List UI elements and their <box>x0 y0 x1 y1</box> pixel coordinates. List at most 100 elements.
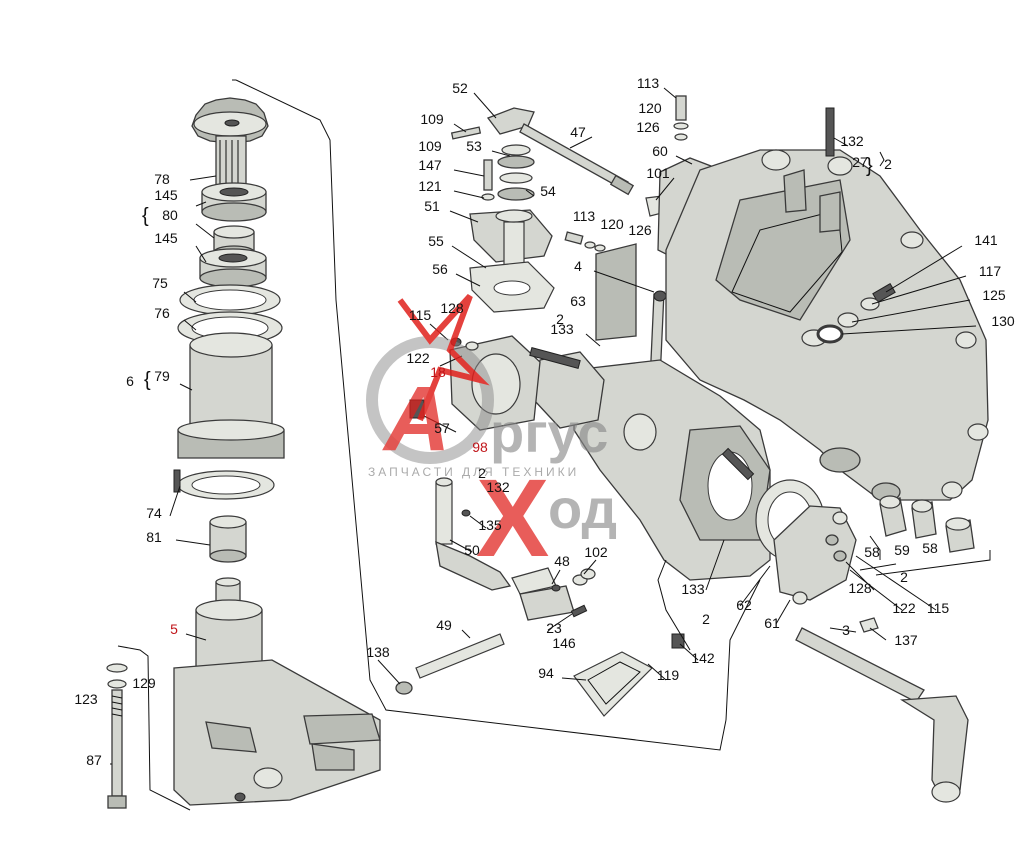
left-stack-assembly <box>106 97 381 809</box>
callout-label-l87: 87 <box>86 752 102 768</box>
callout-label-l62: 62 <box>736 597 752 613</box>
callout-label-l126b: 126 <box>628 222 652 238</box>
callout-label-l61: 61 <box>764 615 780 631</box>
part-52-47-lever-rod <box>450 107 635 196</box>
callout-label-l109b: 109 <box>418 138 442 154</box>
leader-lines <box>110 79 991 811</box>
callout-label-l122a: 122 <box>406 350 430 366</box>
callout-label-l48: 48 <box>554 553 570 569</box>
part-49-pin <box>395 633 505 695</box>
callout-label-l76: 76 <box>154 305 170 321</box>
callout-label-l121: 121 <box>418 178 442 194</box>
callout-label-l126a: 126 <box>636 119 660 135</box>
callout-label-l123: 123 <box>74 691 98 707</box>
callout-label-l115b: 115 <box>927 600 950 616</box>
part-55-56-gaskets <box>469 261 555 313</box>
callout-label-l18: 18 <box>430 364 446 380</box>
callout-label-l117: 117 <box>979 263 1002 279</box>
callout-label-l145a: 145 <box>154 187 178 203</box>
callout-label-l57: 57 <box>434 420 450 436</box>
callout-label-l56: 56 <box>432 261 448 277</box>
lightning-icon <box>397 293 490 422</box>
callout-label-l54: 54 <box>540 183 556 199</box>
callout-label-l113b: 113 <box>573 208 596 224</box>
watermark-logo: А ргус ЗАПЧАСТИ ДЛЯ ТЕХНИКИ Х од <box>366 293 617 580</box>
brace-symbols: { { } <box>142 155 873 391</box>
callout-label-l75: 75 <box>152 275 168 291</box>
part-5-pump-unit <box>173 577 381 806</box>
callout-label-l2b: 2 <box>884 156 892 172</box>
svg-text:{: { <box>142 205 149 227</box>
watermark-tagline: ЗАПЧАСТИ ДЛЯ ТЕХНИКИ <box>368 465 579 479</box>
part-132-stud-top <box>825 107 835 157</box>
callout-label-l133a: 133 <box>550 321 574 337</box>
callout-label-l52: 52 <box>452 80 468 96</box>
part-81-coupling <box>209 515 247 563</box>
callout-label-l23: 23 <box>546 620 562 636</box>
callout-label-l132a: 132 <box>840 133 864 149</box>
callout-label-l78: 78 <box>154 171 170 187</box>
callout-label-l2c: 2 <box>478 465 486 481</box>
callout-label-l122b: 122 <box>892 600 916 616</box>
callout-label-l138: 138 <box>366 644 390 660</box>
parts-58-59-bushings <box>879 495 975 553</box>
callout-label-l6: 6 <box>126 373 134 389</box>
callout-label-l120b: 120 <box>600 216 624 232</box>
callout-label-l47: 47 <box>570 124 586 140</box>
callout-label-l142: 142 <box>691 650 715 666</box>
callout-label-l4: 4 <box>574 258 582 274</box>
callout-label-l132b: 132 <box>486 479 510 495</box>
callout-label-l120a: 120 <box>638 100 662 116</box>
part-78-gear-shaft <box>191 97 269 187</box>
callout-label-l128a: 128 <box>440 300 464 316</box>
central-gearbox <box>533 351 771 581</box>
callout-label-l58a: 58 <box>864 544 880 560</box>
part-145-bearing-lower <box>199 248 267 288</box>
callout-label-l55: 55 <box>428 233 444 249</box>
callout-label-l147: 147 <box>418 157 442 173</box>
part-61-flange-cover <box>773 505 857 605</box>
callout-label-l145b: 145 <box>154 230 178 246</box>
callout-label-l50: 50 <box>464 542 480 558</box>
callout-label-l98: 98 <box>472 439 488 455</box>
callout-label-l113a: 113 <box>637 75 660 91</box>
callout-label-l59: 59 <box>894 542 910 558</box>
callout-label-l5: 5 <box>170 621 178 637</box>
part-87-bolt <box>106 663 128 809</box>
callout-label-l133b: 133 <box>681 581 705 597</box>
callout-label-l51: 51 <box>424 198 440 214</box>
callout-label-l146: 146 <box>552 635 576 651</box>
parts-141-117-125-130 <box>816 282 896 344</box>
part-53-54-seals <box>481 144 535 201</box>
callout-label-l129: 129 <box>132 675 156 691</box>
callout-label-l81: 81 <box>146 529 162 545</box>
part-113-bolt-top <box>673 95 689 141</box>
top-lever-assembly <box>450 107 667 313</box>
callout-label-l115a: 115 <box>409 307 432 323</box>
callout-label-l53: 53 <box>466 138 482 154</box>
callout-label-l49: 49 <box>436 617 452 633</box>
part-74-gasket <box>173 469 275 500</box>
svg-text:{: { <box>144 369 151 391</box>
callout-label-l101: 101 <box>646 165 670 181</box>
part-94-nameplate <box>573 651 653 717</box>
callout-label-l79: 79 <box>154 368 170 384</box>
callout-label-l128b: 128 <box>848 580 872 596</box>
callout-label-l27: 27 <box>852 154 868 170</box>
part-50-shaft <box>435 477 512 591</box>
callout-label-l109a: 109 <box>420 111 444 127</box>
callout-label-l135: 135 <box>478 517 502 533</box>
callout-label-l2e: 2 <box>900 569 908 585</box>
watermark-letter-a: А <box>382 368 450 470</box>
callout-label-l80: 80 <box>162 207 178 223</box>
callout-label-l141: 141 <box>974 232 998 248</box>
callout-label-l2d: 2 <box>702 611 710 627</box>
part-3-crank-shaft <box>795 617 969 803</box>
watermark-letter-x: Х <box>476 457 549 580</box>
part-48-lever <box>511 567 596 621</box>
watermark-text-top: ргус <box>490 401 608 464</box>
svg-text:}: } <box>866 155 873 177</box>
